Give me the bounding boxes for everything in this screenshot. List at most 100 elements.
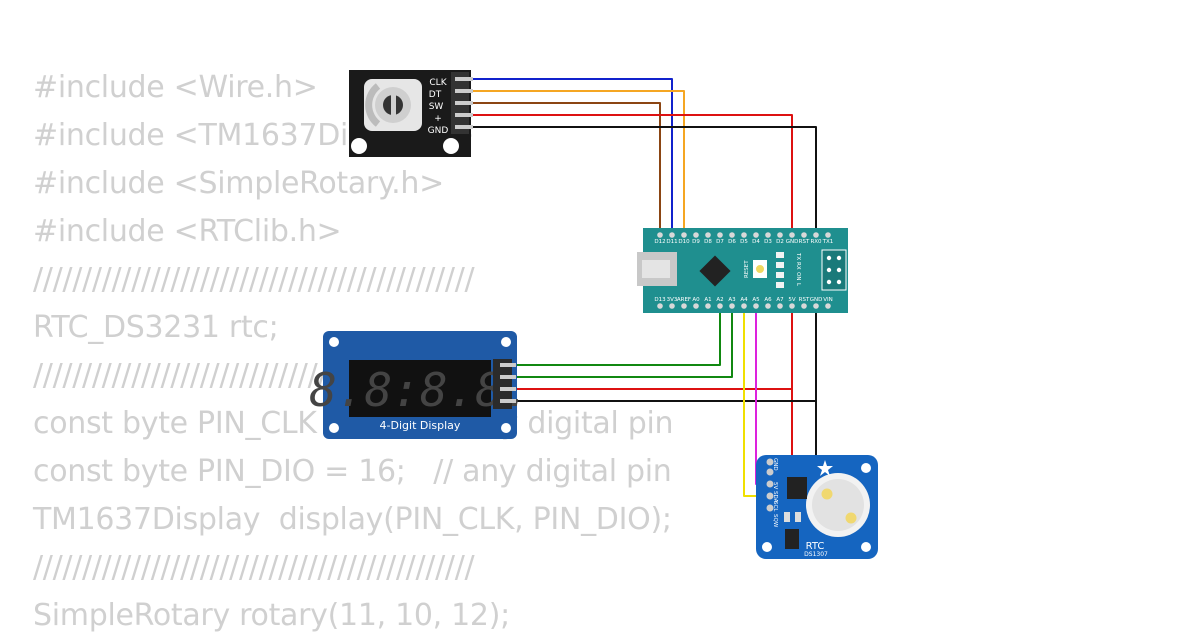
encoder-pin-label: DT: [429, 90, 442, 100]
nano-pin[interactable]: [705, 232, 711, 238]
rtc-pin[interactable]: [766, 468, 774, 476]
nano-pin-label: 3V3: [667, 297, 678, 303]
nano-pin[interactable]: [777, 232, 783, 238]
nano-pin-label: RST: [799, 297, 810, 303]
code-line: TM1637Display display(PIN_CLK, PIN_DIO);: [33, 502, 672, 537]
code-line: ////////////////////////////////////////…: [33, 550, 475, 585]
code-line: #include <Wire.h>: [33, 70, 318, 105]
code-line: ////////////////////////////////////////…: [33, 262, 475, 297]
nano-pin[interactable]: [765, 303, 771, 309]
nano-pin[interactable]: [801, 303, 807, 309]
nano-pin-label: D10: [678, 239, 690, 245]
rtc-pin[interactable]: [766, 504, 774, 512]
rtc-pin-label: 5V: [772, 482, 778, 489]
rtc-pin-label: SCL: [772, 501, 778, 512]
nano-pin-label: D12: [654, 239, 665, 245]
nano-pin[interactable]: [813, 232, 819, 238]
nano-pin[interactable]: [669, 303, 675, 309]
nano-pin-label: GND: [810, 297, 823, 303]
nano-pin-label: D6: [728, 239, 736, 245]
mounting-hole: [762, 542, 772, 552]
display-caption: 4-Digit Display: [380, 419, 461, 432]
encoder-pin-label: GND: [428, 126, 449, 136]
reset-label: RESET: [744, 260, 750, 278]
nano-pin-label: A4: [740, 297, 748, 303]
nano-pin-label: A5: [752, 297, 760, 303]
nano-pin[interactable]: [753, 232, 759, 238]
nano-pin-label: GND: [786, 239, 799, 245]
nano-pin[interactable]: [741, 232, 747, 238]
tm1637-display[interactable]: 8.8:8.8. 4-Digit Display: [309, 331, 531, 439]
nano-pin-label: 5V: [788, 297, 795, 303]
mounting-hole: [443, 138, 459, 154]
nano-pin-label: TX1: [822, 239, 834, 245]
rtc-pin[interactable]: [766, 458, 774, 466]
wire-display-dio[interactable]: [515, 302, 733, 378]
led-label: ON: [795, 272, 801, 280]
wire-clk[interactable]: [470, 78, 673, 238]
nano-pin[interactable]: [681, 303, 687, 309]
encoder-pin-label: SW: [429, 102, 444, 112]
encoder-pin-label: +: [434, 114, 442, 124]
microcontroller-chip: [699, 255, 731, 287]
display-header: [493, 359, 512, 409]
nano-pin[interactable]: [789, 232, 795, 238]
nano-pin[interactable]: [741, 303, 747, 309]
wire-dt[interactable]: [470, 90, 685, 238]
led-label: RX: [795, 262, 801, 270]
nano-pin-label: D7: [716, 239, 724, 245]
nano-pin-label: A0: [692, 297, 700, 303]
led-label: L: [795, 283, 801, 287]
nano-pin[interactable]: [825, 232, 831, 238]
code-line: RTC_DS3231 rtc;: [33, 310, 279, 345]
nano-pin[interactable]: [669, 232, 675, 238]
code-line: const byte PIN_DIO = 16; // any digital …: [33, 454, 672, 489]
mounting-hole: [861, 542, 871, 552]
nano-pin[interactable]: [753, 303, 759, 309]
code-line: SimpleRotary rotary(11, 10, 12);: [33, 598, 510, 633]
led-label: TX: [795, 252, 801, 260]
nano-pin[interactable]: [729, 232, 735, 238]
wire-sw[interactable]: [470, 102, 661, 238]
nano-pin[interactable]: [777, 303, 783, 309]
star-icon: [817, 460, 833, 476]
nano-pin[interactable]: [729, 303, 735, 309]
nano-pin[interactable]: [693, 232, 699, 238]
nano-pin-label: D11: [666, 239, 677, 245]
nano-pin[interactable]: [717, 232, 723, 238]
rotary-encoder[interactable]: CLK DT SW + GND: [349, 70, 473, 157]
nano-pin-label: VIN: [823, 297, 833, 303]
rtc-chip: [787, 477, 807, 499]
nano-pin[interactable]: [789, 303, 795, 309]
wire-gnd-encoder[interactable]: [470, 126, 817, 462]
nano-pin-label: D2: [776, 239, 784, 245]
mounting-hole: [501, 337, 511, 347]
nano-pin[interactable]: [813, 303, 819, 309]
nano-pin[interactable]: [657, 232, 663, 238]
nano-pin-label: RX0: [810, 239, 822, 245]
nano-pin-label: D9: [692, 239, 700, 245]
nano-pin-label: AREF: [677, 297, 691, 303]
nano-pin[interactable]: [681, 232, 687, 238]
nano-pin[interactable]: [693, 303, 699, 309]
wire-vcc-encoder[interactable]: [470, 114, 793, 462]
nano-pin[interactable]: [705, 303, 711, 309]
seven-segment-panel: [349, 360, 491, 417]
nano-pin[interactable]: [657, 303, 663, 309]
nano-pin[interactable]: [825, 303, 831, 309]
nano-pin[interactable]: [765, 232, 771, 238]
rtc-model: DS1307: [804, 551, 828, 558]
mounting-hole: [351, 138, 367, 154]
nano-pin[interactable]: [801, 232, 807, 238]
nano-pin[interactable]: [717, 303, 723, 309]
rtc-module[interactable]: GND 5V SDA SCL SQW RTC DS1307: [756, 455, 878, 559]
wire-display-clk[interactable]: [515, 302, 721, 366]
rtc-pin[interactable]: [766, 480, 774, 488]
mounting-hole: [861, 463, 871, 473]
rtc-pin[interactable]: [766, 492, 774, 500]
rtc-pin-label: GND: [772, 458, 778, 471]
